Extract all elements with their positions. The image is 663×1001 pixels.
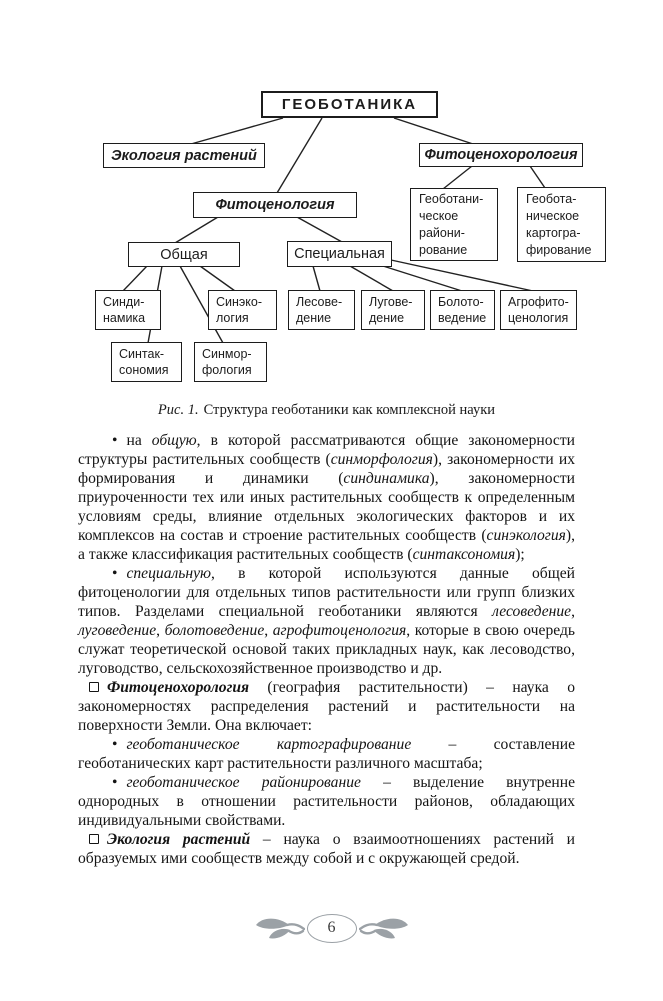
paragraph: Фитоценохорология (география растительно…: [78, 678, 575, 735]
bullet-square-icon: [89, 682, 99, 692]
diagram-box-phytocenology: Фитоценология: [193, 192, 357, 218]
diagram-box-label: Геоботани- ческое райони- рование: [419, 191, 484, 257]
text-run: синдинамика: [343, 470, 430, 487]
text-run: Фитоценохорология: [107, 679, 250, 696]
text-run: – выделение внутренне однородных в отнош…: [78, 774, 575, 829]
text-run: ), закономерности их формирования и дина…: [78, 451, 575, 487]
bullet-dot-icon: •: [112, 565, 118, 582]
diagram-box-synmorphology: Синмор- фология: [194, 342, 267, 382]
page-number: 6: [327, 919, 336, 936]
text-run: , которые в свою очередь служат теоретич…: [78, 622, 575, 677]
figure-caption: Рис. 1.Структура геоботаники как комплек…: [78, 402, 575, 419]
bullet-square-icon: [89, 834, 99, 844]
diagram-box-geobotany: ГЕОБОТАНИКА: [261, 91, 438, 118]
diagram-box-label: Агрофито- ценология: [508, 295, 569, 325]
diagram-box-sindynamics: Синди- намика: [95, 290, 161, 330]
diagram-connector-lines: [122, 117, 546, 344]
text-run: Экология растений: [107, 831, 251, 848]
text-run: болотоведение: [164, 622, 265, 639]
page-number-oval: 6: [306, 913, 357, 943]
diagram-box-forest-science: Лесове- дение: [288, 290, 355, 330]
paragraph: • на общую, в которой рассматриваются общ…: [78, 431, 575, 564]
diagram-box-label: Экология растений: [111, 147, 257, 164]
diagram-box-label: Общая: [160, 246, 208, 263]
text-run: – наука о взаимоотношениях растений и об…: [78, 831, 575, 867]
text-run: агрофитоценология: [272, 622, 407, 639]
text-run: синморфология: [330, 451, 433, 468]
diagram-box-label: Синди- намика: [103, 295, 146, 325]
diagram-box-agrophytocenology: Агрофито- ценология: [500, 290, 577, 330]
diagram-box-bog-science: Болото- ведение: [430, 290, 495, 330]
bullet-dot-icon: •: [112, 432, 118, 449]
text-run: специальную: [126, 565, 212, 582]
diagram-box-general: Общая: [128, 242, 240, 267]
diagram-box-label: Болото- ведение: [438, 295, 487, 325]
diagram-box-label: Фитоценология: [215, 197, 335, 213]
diagram-box-plant-ecology: Экология растений: [103, 143, 265, 168]
figure-caption-text: Структура геоботаники как комплексной на…: [203, 402, 496, 418]
paragraph: Экология растений – наука о взаимоотноше…: [78, 830, 575, 868]
bullet-dot-icon: •: [112, 736, 118, 753]
text-run: , в которой используются данные общей фи…: [78, 565, 575, 620]
text-run: ,: [156, 622, 165, 639]
geobotany-structure-diagram: ГЕОБОТАНИКА Экология растений Фитоценоло…: [0, 0, 663, 400]
text-run: );: [515, 546, 525, 563]
text-run: ), закономерности приуроченности тех или…: [78, 470, 576, 544]
paragraph: • геоботаническое картографирование – сос…: [78, 735, 575, 773]
body-text: • на общую, в которой рассматриваются общ…: [78, 431, 575, 868]
text-run: ,: [264, 622, 273, 639]
text-run: геоботаническое картографирование: [126, 736, 412, 753]
leaf-ornament-icon: [255, 918, 305, 939]
diagram-box-label: Синтак- сономия: [119, 347, 169, 377]
diagram-box-geobotanical-zoning: Геоботани- ческое райони- рование: [410, 188, 498, 261]
diagram-box-phytocenochorology: Фитоценохорология: [419, 143, 583, 167]
diagram-box-label: ГЕОБОТАНИКА: [281, 96, 418, 113]
diagram-box-label: Геобота- ническое картогра- фирование: [526, 191, 592, 257]
diagram-box-meadow-science: Лугове- дение: [361, 290, 425, 330]
diagram-box-label: Специальная: [294, 246, 385, 262]
text-run: ), а также классификация растительных со…: [78, 527, 575, 563]
text-run: синэкология: [486, 527, 566, 544]
bullet-dot-icon: •: [112, 774, 118, 791]
diagram-box-label: Синмор- фология: [202, 347, 252, 377]
text-run: луговедение: [78, 622, 157, 639]
text-run: ,: [571, 603, 575, 620]
text-run: (география растительности) – наука о зак…: [78, 679, 575, 734]
text-run: , в которой рассматриваются общие законо…: [78, 432, 575, 468]
diagram-box-special: Специальная: [287, 241, 392, 267]
text-run: – составление геоботанических карт расти…: [78, 736, 575, 772]
diagram-box-label: Лугове- дение: [369, 295, 413, 325]
paragraph: • специальную, в которой используются дан…: [78, 564, 575, 678]
diagram-box-label: Лесове- дение: [296, 295, 343, 325]
diagram-box-label: Синэко- логия: [216, 295, 263, 325]
diagram-box-geobotanical-mapping: Геобота- ническое картогра- фирование: [517, 187, 606, 262]
diagram-box-synecology: Синэко- логия: [208, 290, 277, 330]
text-run: синтаксономия: [412, 546, 516, 563]
leaf-ornament-icon: [358, 918, 408, 939]
figure-caption-number: Рис. 1.: [157, 402, 199, 418]
text-run: общую: [151, 432, 197, 449]
text-run: геоботаническое районирование: [126, 774, 361, 791]
paragraph: • геоботаническое районирование – выделен…: [78, 773, 575, 830]
text-run: на: [126, 432, 152, 449]
diagram-box-label: Фитоценохорология: [424, 147, 578, 163]
text-run: лесоведение: [492, 603, 572, 620]
diagram-box-syntaxonomy: Синтак- сономия: [111, 342, 182, 382]
page-footer: 6: [0, 908, 663, 948]
